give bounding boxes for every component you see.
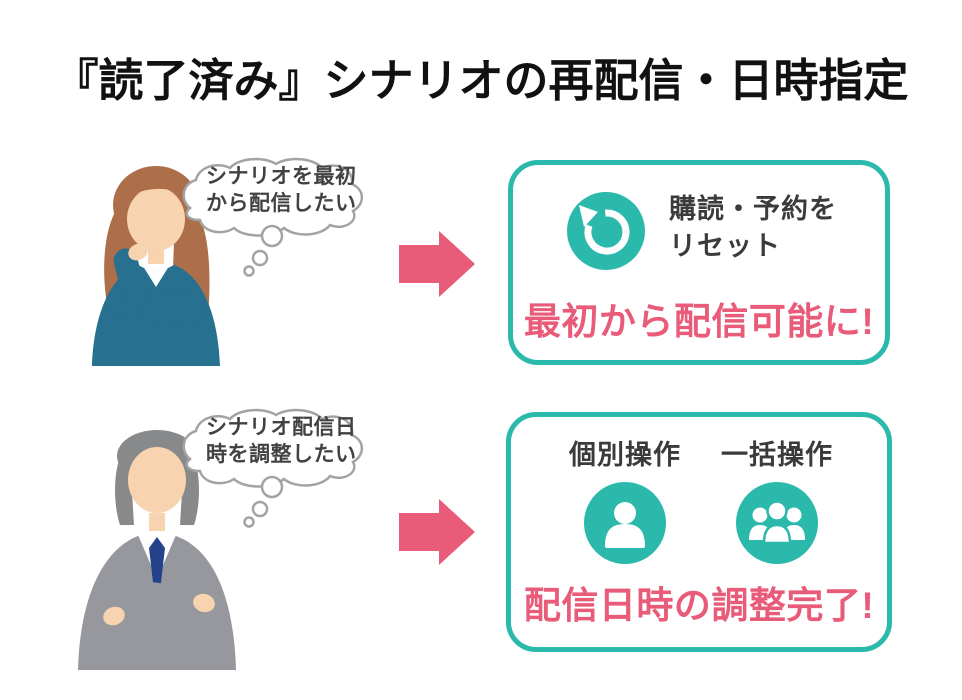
datetime-card: 個別操作 一括操作 配信日時の調整完了! [506,412,892,652]
bubble-line: シナリオを最初 [206,165,357,188]
page-title: 『読了済み』シナリオの再配信・日時指定 [53,55,909,106]
card-label-line: リセット [669,231,781,261]
thought-bubble [182,157,364,277]
batch-operation-label: 一括操作 [721,440,833,470]
bubble-line: から配信したい [206,192,357,215]
bubble-line: 時を調整したい [206,443,357,466]
reset-icon [567,192,645,270]
arrow-right-icon [399,231,475,297]
thought-bubble-text: シナリオを最初 から配信したい [206,163,357,217]
reset-card-label: 購読・予約を リセット [669,191,837,265]
datetime-card-highlight: 配信日時の調整完了! [523,585,875,626]
bubble-line: シナリオ配信日 [206,416,357,439]
thought-bubble-text: シナリオ配信日 時を調整したい [206,414,357,468]
arrow-right-icon [399,499,475,565]
thinking-woman-illustration [92,166,220,366]
thought-bubble [182,408,364,528]
individual-operation-label: 個別操作 [569,440,681,470]
card-label-line: 購読・予約を [669,194,837,224]
thinking-man-illustration [78,430,236,670]
single-user-icon [584,482,666,564]
reset-card: 購読・予約を リセット 最初から配信可能に! [508,160,890,365]
reset-card-highlight: 最初から配信可能に! [523,301,875,342]
group-users-icon [736,482,818,564]
